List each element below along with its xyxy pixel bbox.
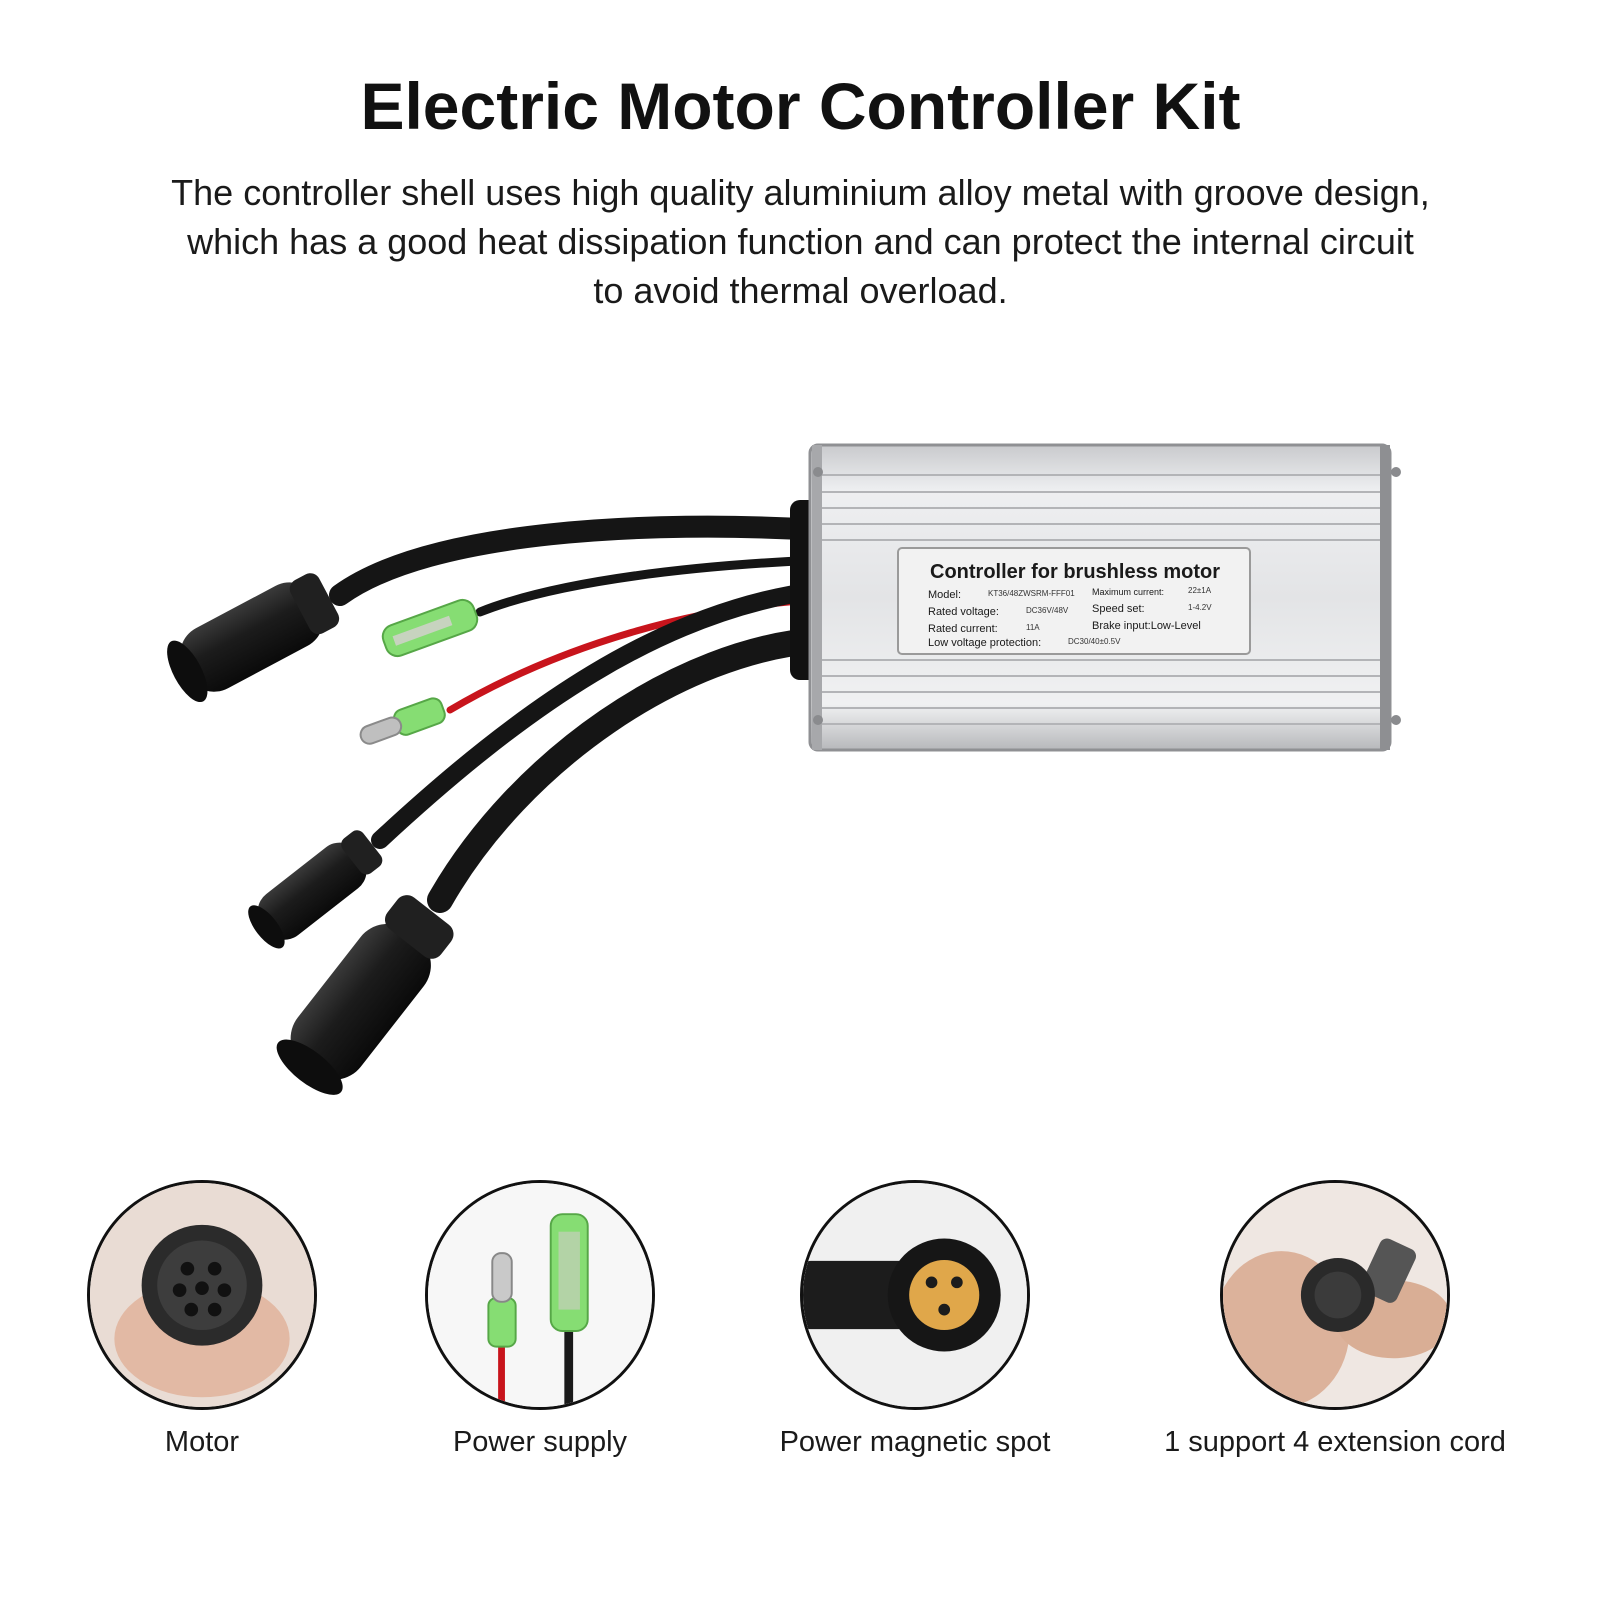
feature-extension-cord: 1 support 4 extension cord — [1155, 1180, 1515, 1480]
controller-illustration: Controller for brushless motor Model: KT… — [167, 443, 1401, 1095]
label-current-value: 11A — [1026, 623, 1040, 632]
feature-label: Power magnetic spot — [779, 1426, 1051, 1458]
connector-plug-bottom — [276, 895, 454, 1095]
label-maxcurrent-key: Maximum current: — [1092, 587, 1164, 597]
extension-connector-icon — [1220, 1180, 1450, 1410]
label-voltage-key: Rated voltage: — [928, 606, 999, 618]
label-brake-input: Brake input:Low-Level — [1092, 620, 1201, 632]
controller-label-plate: Controller for brushless motor Model: KT… — [897, 547, 1251, 655]
connector-plug-middle — [248, 830, 383, 949]
feature-label: 1 support 4 extension cord — [1164, 1426, 1506, 1458]
label-lowvoltage-value: DC30/40±0.5V — [1068, 637, 1121, 646]
description-line-1: The controller shell uses high quality a… — [171, 172, 1430, 213]
feature-motor: Motor — [22, 1180, 382, 1480]
label-speedset-key: Speed set: — [1092, 603, 1145, 615]
label-lowvoltage-key: Low voltage protection: — [928, 637, 1041, 649]
magnetic-connector-icon — [800, 1180, 1030, 1410]
label-model-key: Model: — [928, 589, 961, 601]
label-speedset-value: 1-4.2V — [1188, 603, 1212, 612]
description-line-3: to avoid thermal overload. — [593, 270, 1008, 311]
label-heading: Controller for brushless motor — [930, 561, 1220, 583]
label-model-value: KT36/48ZWSRM-FFF01 — [988, 589, 1075, 598]
product-description: The controller shell uses high quality a… — [100, 168, 1501, 315]
green-terminal-1 — [381, 598, 479, 658]
feature-power-magnetic-spot: Power magnetic spot — [735, 1180, 1095, 1480]
feature-power-supply: Power supply — [360, 1180, 720, 1480]
cable-bundle — [329, 515, 833, 913]
page-title: Electric Motor Controller Kit — [360, 69, 1241, 143]
controller-product-image: Controller for brushless motor Model: KT… — [0, 430, 1601, 1110]
feature-label: Motor — [164, 1426, 240, 1458]
label-maxcurrent-value: 22±1A — [1188, 586, 1212, 595]
description-line-2: which has a good heat dissipation functi… — [187, 221, 1414, 262]
motor-connector-icon — [87, 1180, 317, 1410]
connector-plug-top — [167, 573, 340, 703]
bullet-terminal — [359, 697, 446, 745]
power-plug-icon — [425, 1180, 655, 1410]
label-current-key: Rated current: — [928, 623, 998, 635]
label-voltage-value: DC36V/48V — [1026, 606, 1069, 615]
feature-label: Power supply — [452, 1426, 628, 1458]
